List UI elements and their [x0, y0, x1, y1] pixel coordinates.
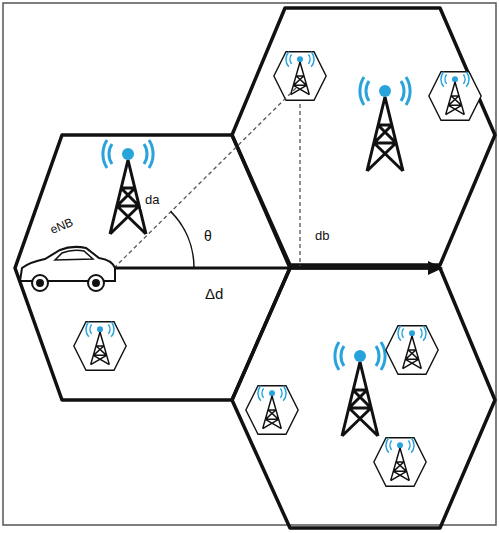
figure-label: da: [141, 191, 163, 209]
figure-label: db: [311, 227, 333, 245]
figure-label: Δd: [201, 284, 227, 304]
figure-label: eNB: [44, 213, 79, 240]
figure-label: θ: [200, 227, 216, 246]
